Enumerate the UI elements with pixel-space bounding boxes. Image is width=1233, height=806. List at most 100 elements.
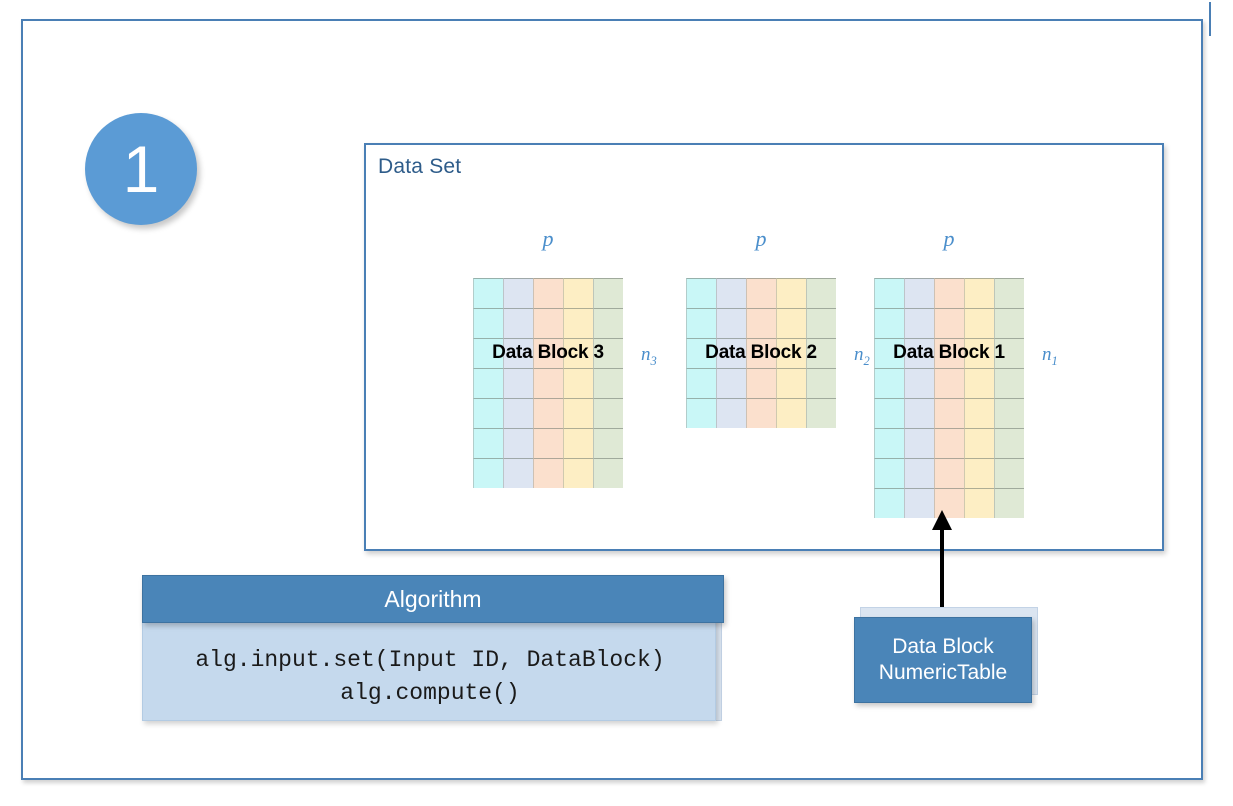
data-block-cell bbox=[533, 458, 563, 488]
data-block-cell bbox=[716, 368, 746, 398]
data-block-cell bbox=[746, 338, 776, 368]
data-block-cell bbox=[533, 338, 563, 368]
data-block-cell bbox=[874, 338, 904, 368]
data-block-cell bbox=[503, 368, 533, 398]
data-block-cell bbox=[904, 368, 934, 398]
data-block-cell bbox=[593, 428, 623, 458]
data-block-cell bbox=[776, 398, 806, 428]
p-dimension-label: p bbox=[542, 226, 554, 251]
data-block-grid bbox=[686, 278, 836, 428]
data-block-cell bbox=[746, 278, 776, 308]
data-block-cell bbox=[806, 338, 836, 368]
data-block-cell bbox=[934, 308, 964, 338]
data-block-cell bbox=[964, 278, 994, 308]
data-block-cell bbox=[533, 308, 563, 338]
data-block-cell bbox=[776, 278, 806, 308]
data-block-cell bbox=[934, 488, 964, 518]
data-block-cell bbox=[473, 428, 503, 458]
data-block-cell bbox=[563, 338, 593, 368]
data-block-cell bbox=[776, 338, 806, 368]
data-block-cell bbox=[776, 308, 806, 338]
data-block-cell bbox=[593, 278, 623, 308]
data-block-cell bbox=[563, 428, 593, 458]
p-dimension-label: p bbox=[943, 226, 955, 251]
algorithm-title: Algorithm bbox=[384, 585, 482, 612]
step-number-label: 1 bbox=[122, 132, 160, 206]
algorithm-code-line-2: alg.compute() bbox=[340, 679, 520, 706]
data-block-cell bbox=[473, 308, 503, 338]
data-block-cell bbox=[473, 398, 503, 428]
data-block-cell bbox=[746, 308, 776, 338]
slide-frame bbox=[21, 19, 1203, 780]
callout-body: Data Block NumericTable bbox=[854, 617, 1032, 703]
data-block-cell bbox=[746, 398, 776, 428]
data-block-cell bbox=[806, 278, 836, 308]
data-block-cell bbox=[964, 398, 994, 428]
data-block-cell bbox=[934, 458, 964, 488]
algorithm-code-line-1: alg.input.set(Input ID, DataBlock) bbox=[195, 647, 665, 673]
data-block-cell bbox=[994, 398, 1024, 428]
data-block-cell bbox=[593, 308, 623, 338]
data-block-cell bbox=[686, 278, 716, 308]
p-dimension-label: p bbox=[755, 226, 767, 251]
data-block-cell bbox=[533, 428, 563, 458]
data-block-grid bbox=[874, 278, 1024, 518]
data-block-cell bbox=[563, 458, 593, 488]
callout-line-2: NumericTable bbox=[878, 661, 1008, 684]
data-block-cell bbox=[593, 458, 623, 488]
data-block-cell bbox=[874, 278, 904, 308]
data-block-cell bbox=[593, 368, 623, 398]
data-block-cell bbox=[533, 278, 563, 308]
data-block-cell bbox=[964, 458, 994, 488]
data-block-cell bbox=[994, 278, 1024, 308]
data-block-cell bbox=[503, 428, 533, 458]
data-block-cell bbox=[716, 398, 746, 428]
data-block-cell bbox=[593, 398, 623, 428]
data-block-cell bbox=[934, 338, 964, 368]
algorithm-shape: alg.input.set(Input ID, DataBlock) alg.c… bbox=[142, 575, 724, 723]
n-dimension-label: n1 bbox=[1042, 344, 1058, 368]
n-dimension-label: n2 bbox=[854, 344, 870, 368]
data-block-cell bbox=[874, 488, 904, 518]
data-block-cell bbox=[593, 338, 623, 368]
n-dimension-label: n3 bbox=[641, 344, 657, 368]
data-block-cell bbox=[503, 458, 533, 488]
data-block-cell bbox=[503, 338, 533, 368]
data-block-cell bbox=[994, 458, 1024, 488]
data-block-label: Data Block 2 bbox=[705, 342, 817, 363]
algorithm-code: alg.input.set(Input ID, DataBlock) alg.c… bbox=[143, 644, 717, 709]
data-block-cell bbox=[533, 398, 563, 428]
data-block-cell bbox=[904, 278, 934, 308]
data-block-cell bbox=[934, 398, 964, 428]
data-block-cell bbox=[994, 368, 1024, 398]
data-block-cell bbox=[716, 338, 746, 368]
data-block-cell bbox=[503, 398, 533, 428]
data-block-cell bbox=[806, 368, 836, 398]
data-block-cell bbox=[746, 368, 776, 398]
data-block-cell bbox=[533, 368, 563, 398]
data-block-cell bbox=[686, 338, 716, 368]
data-block-cell bbox=[473, 368, 503, 398]
data-block-cell bbox=[686, 398, 716, 428]
data-block-cell bbox=[904, 428, 934, 458]
data-block-cell bbox=[964, 428, 994, 458]
data-block-cell bbox=[503, 278, 533, 308]
data-block-cell bbox=[904, 308, 934, 338]
data-block-cell bbox=[904, 338, 934, 368]
data-block-cell bbox=[716, 308, 746, 338]
data-block-cell bbox=[563, 308, 593, 338]
data-block-cell bbox=[934, 278, 964, 308]
data-block-cell bbox=[716, 278, 746, 308]
algorithm-header: Algorithm bbox=[142, 575, 724, 623]
data-block-cell bbox=[994, 488, 1024, 518]
data-block-cell bbox=[994, 338, 1024, 368]
callout-line-1: Data Block bbox=[892, 634, 994, 658]
data-block-cell bbox=[776, 368, 806, 398]
frame-corner-tick bbox=[1209, 2, 1211, 36]
data-block-cell bbox=[964, 368, 994, 398]
data-block-cell bbox=[934, 368, 964, 398]
